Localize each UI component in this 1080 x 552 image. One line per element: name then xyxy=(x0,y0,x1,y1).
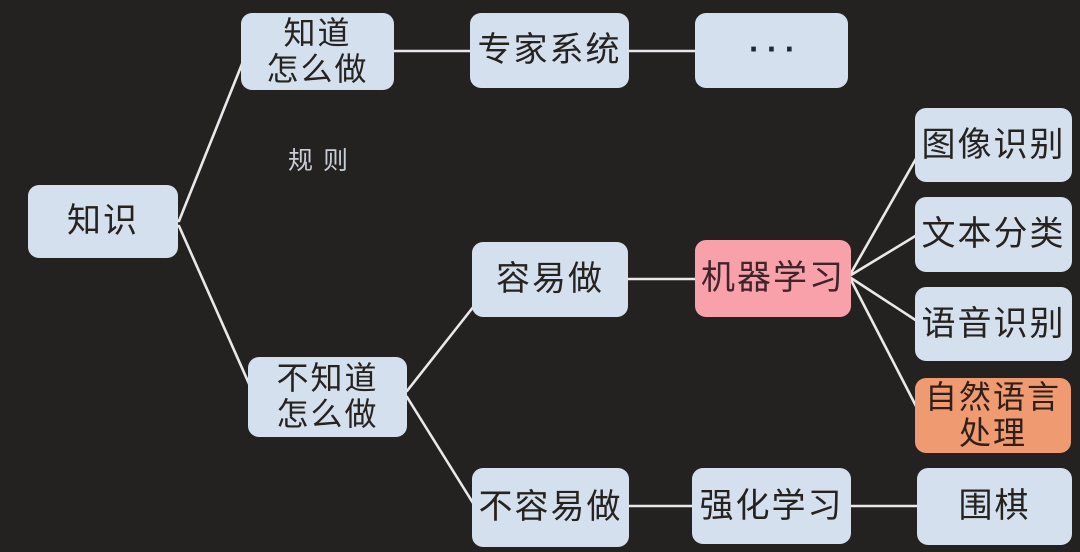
node-nlp[interactable]: 自然语言 处理 xyxy=(915,378,1071,453)
node-ellipsis[interactable]: ··· xyxy=(695,13,848,88)
node-image-recognition[interactable]: 图像识别 xyxy=(915,108,1072,182)
node-ellipsis-label: ··· xyxy=(748,34,803,65)
node-text-classification-label: 文本分类 xyxy=(921,214,1066,255)
edge-ml-to-speech-recognition xyxy=(849,276,919,323)
node-know-how-label-line1: 知道 xyxy=(283,13,352,52)
node-speech-recognition-label: 语音识别 xyxy=(921,303,1066,344)
node-know-how-label-line2: 怎么做 xyxy=(266,49,369,88)
edge-ml-to-nlp xyxy=(849,278,919,410)
node-know-how[interactable]: 知道 怎么做 xyxy=(241,13,394,90)
node-nlp-label-line2: 处理 xyxy=(958,413,1027,452)
node-not-easy-to-do-label: 不容易做 xyxy=(478,487,623,528)
edge-knowledge-to-not-know-how xyxy=(177,224,252,388)
node-machine-learning-label: 机器学习 xyxy=(701,258,845,299)
edge-not-know-how-to-easy xyxy=(405,304,476,393)
node-expert-system-label: 专家系统 xyxy=(477,30,622,71)
edge-knowledge-to-know-how xyxy=(177,52,248,223)
node-not-easy-to-do[interactable]: 不容易做 xyxy=(472,468,629,547)
node-knowledge[interactable]: 知识 xyxy=(28,185,178,258)
edge-not-know-how-to-not-easy xyxy=(405,395,475,505)
node-expert-system[interactable]: 专家系统 xyxy=(470,13,629,88)
edge-ml-to-text-classification xyxy=(849,233,919,277)
node-easy-to-do-label: 容易做 xyxy=(496,259,604,300)
node-not-know-how[interactable]: 不知道 怎么做 xyxy=(248,357,407,437)
node-easy-to-do[interactable]: 容易做 xyxy=(472,242,628,317)
node-go-game[interactable]: 围棋 xyxy=(917,468,1072,545)
node-reinforcement-learning[interactable]: 强化学习 xyxy=(692,468,851,544)
edge-ml-to-image-recognition xyxy=(849,155,919,275)
edge-label-rules: 规则 xyxy=(288,146,359,175)
node-knowledge-label: 知识 xyxy=(67,201,139,242)
node-go-game-label: 围棋 xyxy=(958,486,1031,527)
node-not-know-how-label-line2: 怎么做 xyxy=(276,395,379,433)
node-image-recognition-label: 图像识别 xyxy=(921,124,1066,165)
node-machine-learning[interactable]: 机器学习 xyxy=(695,240,851,317)
node-nlp-label-line1: 自然语言 xyxy=(924,377,1061,416)
node-text-classification[interactable]: 文本分类 xyxy=(915,197,1072,272)
node-reinforcement-learning-label: 强化学习 xyxy=(699,485,844,526)
node-not-know-how-label-line1: 不知道 xyxy=(276,359,379,398)
node-speech-recognition[interactable]: 语音识别 xyxy=(915,287,1072,361)
